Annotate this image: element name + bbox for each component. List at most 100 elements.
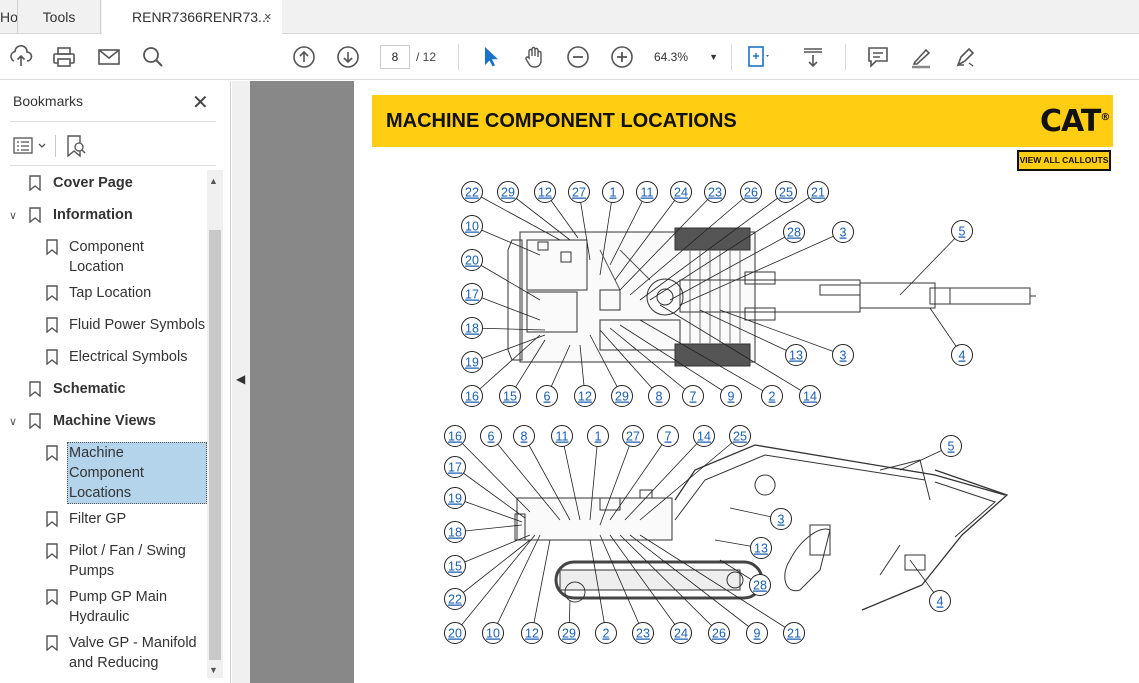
page-number-input[interactable]: 8	[380, 45, 410, 69]
top-view-callout-11[interactable]: 11	[636, 181, 658, 203]
bookmark-label-line2: Location	[69, 259, 124, 275]
side-view-callout-23[interactable]: 23	[632, 622, 654, 644]
zoom-in-icon[interactable]	[609, 44, 635, 70]
side-view-callout-20[interactable]: 20	[444, 622, 466, 644]
side-view-callout-21[interactable]: 21	[783, 622, 805, 644]
print-icon[interactable]	[51, 44, 77, 70]
top-view-callout-25[interactable]: 25	[775, 181, 797, 203]
find-bookmark-icon[interactable]	[64, 133, 88, 159]
side-view-callout-15[interactable]: 15	[444, 555, 466, 577]
scroll-down-icon[interactable]: ▼	[209, 665, 218, 675]
top-view-callout-20[interactable]: 20	[461, 249, 483, 271]
page-up-icon[interactable]	[291, 44, 317, 70]
top-view-callout-12[interactable]: 12	[534, 181, 556, 203]
side-view-callout-18[interactable]: 18	[444, 521, 466, 543]
upload-icon[interactable]	[8, 44, 34, 70]
top-view-callout-18[interactable]: 18	[461, 317, 483, 339]
side-view-callout-27[interactable]: 27	[622, 425, 644, 447]
top-view-callout-19[interactable]: 19	[461, 351, 483, 373]
side-view-callout-2[interactable]: 2	[595, 622, 617, 644]
side-view-callout-8[interactable]: 8	[513, 425, 535, 447]
top-view-callout-29[interactable]: 29	[611, 385, 633, 407]
top-view-callout-16[interactable]: 16	[461, 385, 483, 407]
side-view-callout-3[interactable]: 3	[770, 508, 792, 530]
callout-circle	[444, 487, 466, 509]
top-view-callout-2[interactable]: 2	[761, 385, 783, 407]
top-view-callout-7[interactable]: 7	[682, 385, 704, 407]
view-all-callouts-button[interactable]: VIEW ALL CALLOUTS	[1017, 150, 1111, 171]
side-view-callout-22[interactable]: 22	[444, 588, 466, 610]
select-cursor-icon[interactable]	[477, 44, 503, 70]
side-view-callout-7[interactable]: 7	[657, 425, 679, 447]
comment-icon[interactable]	[865, 44, 891, 70]
side-view-callout-4[interactable]: 4	[929, 590, 951, 612]
zoom-select[interactable]: 64.3% ▼	[654, 45, 722, 69]
side-view-callout-12[interactable]: 12	[521, 622, 543, 644]
top-view-callout-22[interactable]: 22	[461, 181, 483, 203]
chevron-down-icon[interactable]: ∨	[9, 416, 18, 428]
top-view-callout-12[interactable]: 12	[574, 385, 596, 407]
top-view-callout-28[interactable]: 28	[783, 221, 805, 243]
side-view-callout-19[interactable]: 19	[444, 487, 466, 509]
highlight-icon[interactable]	[909, 44, 935, 70]
tab-tools[interactable]: Tools	[18, 0, 101, 34]
top-view-callout-13[interactable]: 13	[785, 344, 807, 366]
sign-icon[interactable]	[953, 44, 979, 70]
top-view-callout-1[interactable]: 1	[602, 181, 624, 203]
close-tab-icon[interactable]: ×	[264, 9, 272, 24]
side-view-callout-16[interactable]: 16	[444, 425, 466, 447]
scroll-mode-icon[interactable]	[800, 44, 826, 70]
top-view-callout-23[interactable]: 23	[704, 181, 726, 203]
panel-collapse-strip[interactable]	[232, 81, 250, 683]
top-view-callout-17[interactable]: 17	[461, 283, 483, 305]
zoom-out-icon[interactable]	[565, 44, 591, 70]
page-down-icon[interactable]	[335, 44, 361, 70]
side-view-callout-9[interactable]: 9	[746, 622, 768, 644]
panel-title: Bookmarks	[13, 93, 84, 109]
bookmark-label: Fluid Power Symbols	[69, 317, 206, 333]
top-view-callout-21[interactable]: 21	[807, 181, 829, 203]
bookmark-icon	[46, 285, 58, 302]
side-view-callout-17[interactable]: 17	[444, 456, 466, 478]
top-view-callout-5[interactable]: 5	[951, 220, 973, 242]
side-view-callout-1[interactable]: 1	[587, 425, 609, 447]
top-view-callout-4[interactable]: 4	[951, 344, 973, 366]
side-view-callout-6[interactable]: 6	[480, 425, 502, 447]
top-view-callout-15[interactable]: 15	[499, 385, 521, 407]
top-view-callout-24[interactable]: 24	[670, 181, 692, 203]
top-view-callout-6[interactable]: 6	[536, 385, 558, 407]
chevron-down-icon[interactable]: ∨	[9, 210, 18, 222]
top-view-callout-3[interactable]: 3	[832, 221, 854, 243]
collapse-panel-icon[interactable]: ◀	[236, 372, 246, 386]
top-view-callout-8[interactable]: 8	[648, 385, 670, 407]
side-view-callout-26[interactable]: 26	[708, 622, 730, 644]
top-view-callout-3[interactable]: 3	[832, 344, 854, 366]
side-view-callout-25[interactable]: 25	[729, 425, 751, 447]
hand-tool-icon[interactable]	[521, 44, 547, 70]
top-view-callout-29[interactable]: 29	[497, 181, 519, 203]
search-icon[interactable]	[140, 44, 166, 70]
side-view-callout-5[interactable]: 5	[940, 435, 962, 457]
side-view-callout-24[interactable]: 24	[670, 622, 692, 644]
scroll-up-icon[interactable]: ▲	[209, 176, 218, 186]
side-view-callout-13[interactable]: 13	[750, 537, 772, 559]
side-view-callout-28[interactable]: 28	[749, 574, 771, 596]
close-icon[interactable]: ✕	[192, 92, 209, 114]
tab-document[interactable]: RENR7366RENR73... ×	[102, 0, 282, 35]
side-view-callout-29[interactable]: 29	[558, 622, 580, 644]
side-view-callout-14[interactable]: 14	[693, 425, 715, 447]
top-view-callout-27[interactable]: 27	[568, 181, 590, 203]
side-view-callout-11[interactable]: 11	[551, 425, 573, 447]
fit-page-icon[interactable]	[745, 44, 771, 70]
callout-number: 17	[465, 288, 479, 302]
callout-number: 11	[556, 430, 569, 444]
tab-home[interactable]: Home	[0, 0, 18, 34]
top-view-callout-10[interactable]: 10	[461, 215, 483, 237]
top-view-callout-9[interactable]: 9	[720, 385, 742, 407]
bookmark-options-icon[interactable]	[12, 135, 48, 157]
top-view-callout-26[interactable]: 26	[740, 181, 762, 203]
email-icon[interactable]	[96, 44, 122, 70]
top-view-callout-14[interactable]: 14	[799, 385, 821, 407]
side-view-callout-10[interactable]: 10	[482, 622, 504, 644]
scrollbar-thumb[interactable]	[209, 230, 221, 660]
